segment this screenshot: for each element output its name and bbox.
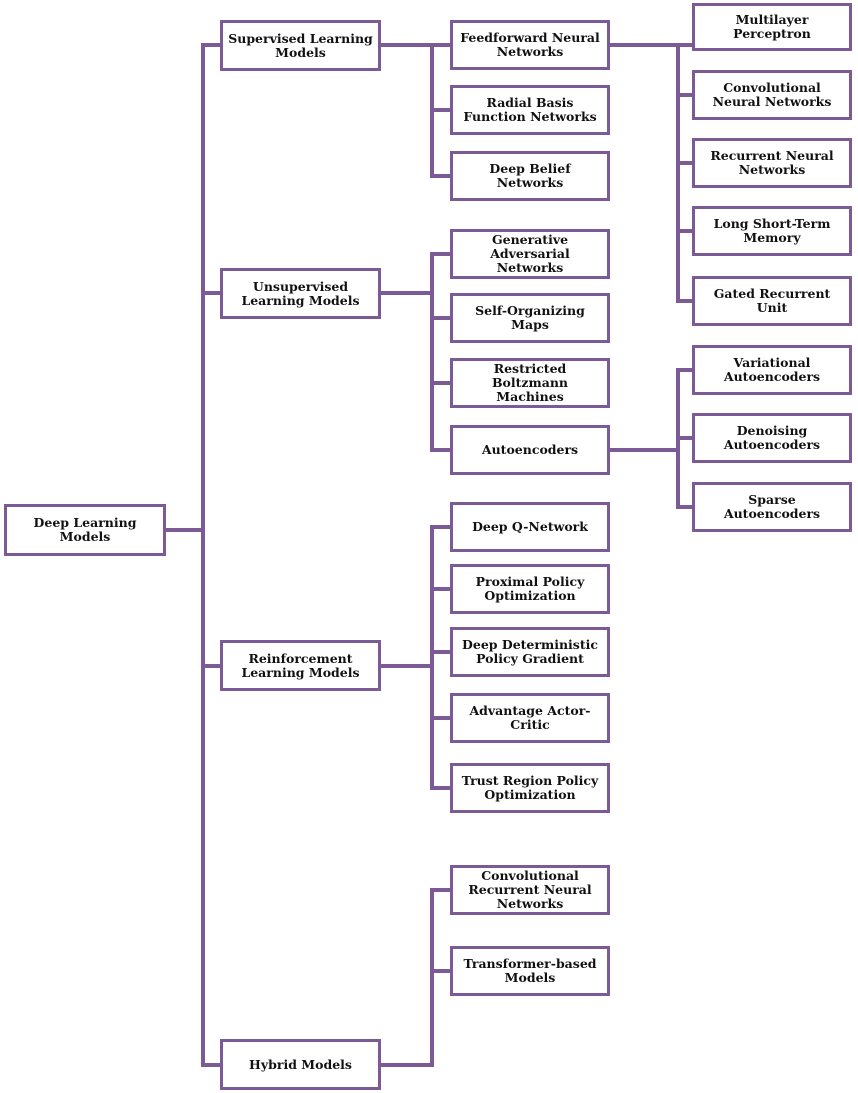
node-trust-region-policy-optimization: Trust Region Policy Optimization: [450, 763, 610, 813]
node-label: Supervised Learning Models: [228, 30, 373, 60]
node-label: Transformer-based Models: [463, 956, 597, 985]
node-label: Feedforward Neural Networks: [460, 30, 600, 59]
node-radial-basis-function-networks: Radial Basis Function Networks: [450, 85, 610, 135]
node-hybrid-models: Hybrid Models: [220, 1039, 381, 1090]
node-deep-learning-models: Deep Learning Models: [4, 504, 166, 556]
node-restricted-boltzmann-machines: Restricted Boltzmann Machines: [450, 358, 610, 408]
node-unsupervised-learning-models: Unsupervised Learning Models: [220, 268, 381, 319]
node-self-organizing-maps: Self-Organizing Maps: [450, 293, 610, 343]
node-label: Advantage Actor-Critic: [469, 703, 591, 732]
node-label: Proximal Policy Optimization: [475, 574, 585, 603]
node-label: Sparse Autoencoders: [723, 492, 821, 521]
node-label: Gated Recurrent Unit: [713, 286, 831, 315]
node-label: Reinforcement Learning Models: [241, 650, 360, 680]
node-supervised-learning-models: Supervised Learning Models: [220, 20, 381, 71]
node-label: Deep Belief Networks: [489, 161, 571, 190]
node-label: Deep Q-Network: [472, 519, 588, 534]
node-convolutional-neural-networks: Convolutional Neural Networks: [692, 70, 852, 120]
node-label: Restricted Boltzmann Machines: [491, 361, 569, 404]
node-label: Trust Region Policy Optimization: [461, 773, 599, 802]
node-label: Unsupervised Learning Models: [241, 278, 360, 308]
node-generative-adversarial-networks: Generative Adversarial Networks: [450, 229, 610, 279]
node-autoencoders: Autoencoders: [450, 425, 610, 475]
node-label: Self-Organizing Maps: [475, 303, 585, 332]
node-recurrent-neural-networks: Recurrent Neural Networks: [692, 138, 852, 188]
node-long-short-term-memory: Long Short-Term Memory: [692, 206, 852, 256]
node-label: Recurrent Neural Networks: [710, 148, 834, 177]
node-deep-deterministic-policy-gradient: Deep Deterministic Policy Gradient: [450, 627, 610, 677]
node-label: Convolutional Recurrent Neural Networks: [468, 868, 592, 911]
node-label: Generative Adversarial Networks: [490, 232, 570, 275]
node-gated-recurrent-unit: Gated Recurrent Unit: [692, 276, 852, 326]
node-label: Radial Basis Function Networks: [463, 95, 597, 124]
node-multilayer-perceptron: Multilayer Perceptron: [692, 3, 852, 51]
node-label: Convolutional Neural Networks: [712, 80, 832, 109]
node-transformer-based-models: Transformer-based Models: [450, 946, 610, 996]
node-denoising-autoencoders: Denoising Autoencoders: [692, 413, 852, 463]
node-advantage-actor-critic: Advantage Actor-Critic: [450, 693, 610, 743]
node-label: Multilayer Perceptron: [733, 12, 811, 41]
node-label: Long Short-Term Memory: [713, 216, 831, 245]
node-feedforward-neural-networks: Feedforward Neural Networks: [450, 20, 610, 70]
node-convolutional-recurrent-neural-networks: Convolutional Recurrent Neural Networks: [450, 865, 610, 915]
node-deep-belief-networks: Deep Belief Networks: [450, 151, 610, 201]
node-reinforcement-learning-models: Reinforcement Learning Models: [220, 640, 381, 691]
node-label: Autoencoders: [481, 442, 579, 457]
node-label: Deep Deterministic Policy Gradient: [462, 637, 598, 666]
node-label: Variational Autoencoders: [723, 355, 821, 384]
node-label: Hybrid Models: [249, 1056, 352, 1072]
node-sparse-autoencoders: Sparse Autoencoders: [692, 482, 852, 532]
node-label: Deep Learning Models: [33, 515, 137, 544]
node-deep-q-network: Deep Q-Network: [450, 502, 610, 552]
node-variational-autoencoders: Variational Autoencoders: [692, 345, 852, 395]
node-proximal-policy-optimization: Proximal Policy Optimization: [450, 564, 610, 614]
node-label: Denoising Autoencoders: [723, 423, 821, 452]
